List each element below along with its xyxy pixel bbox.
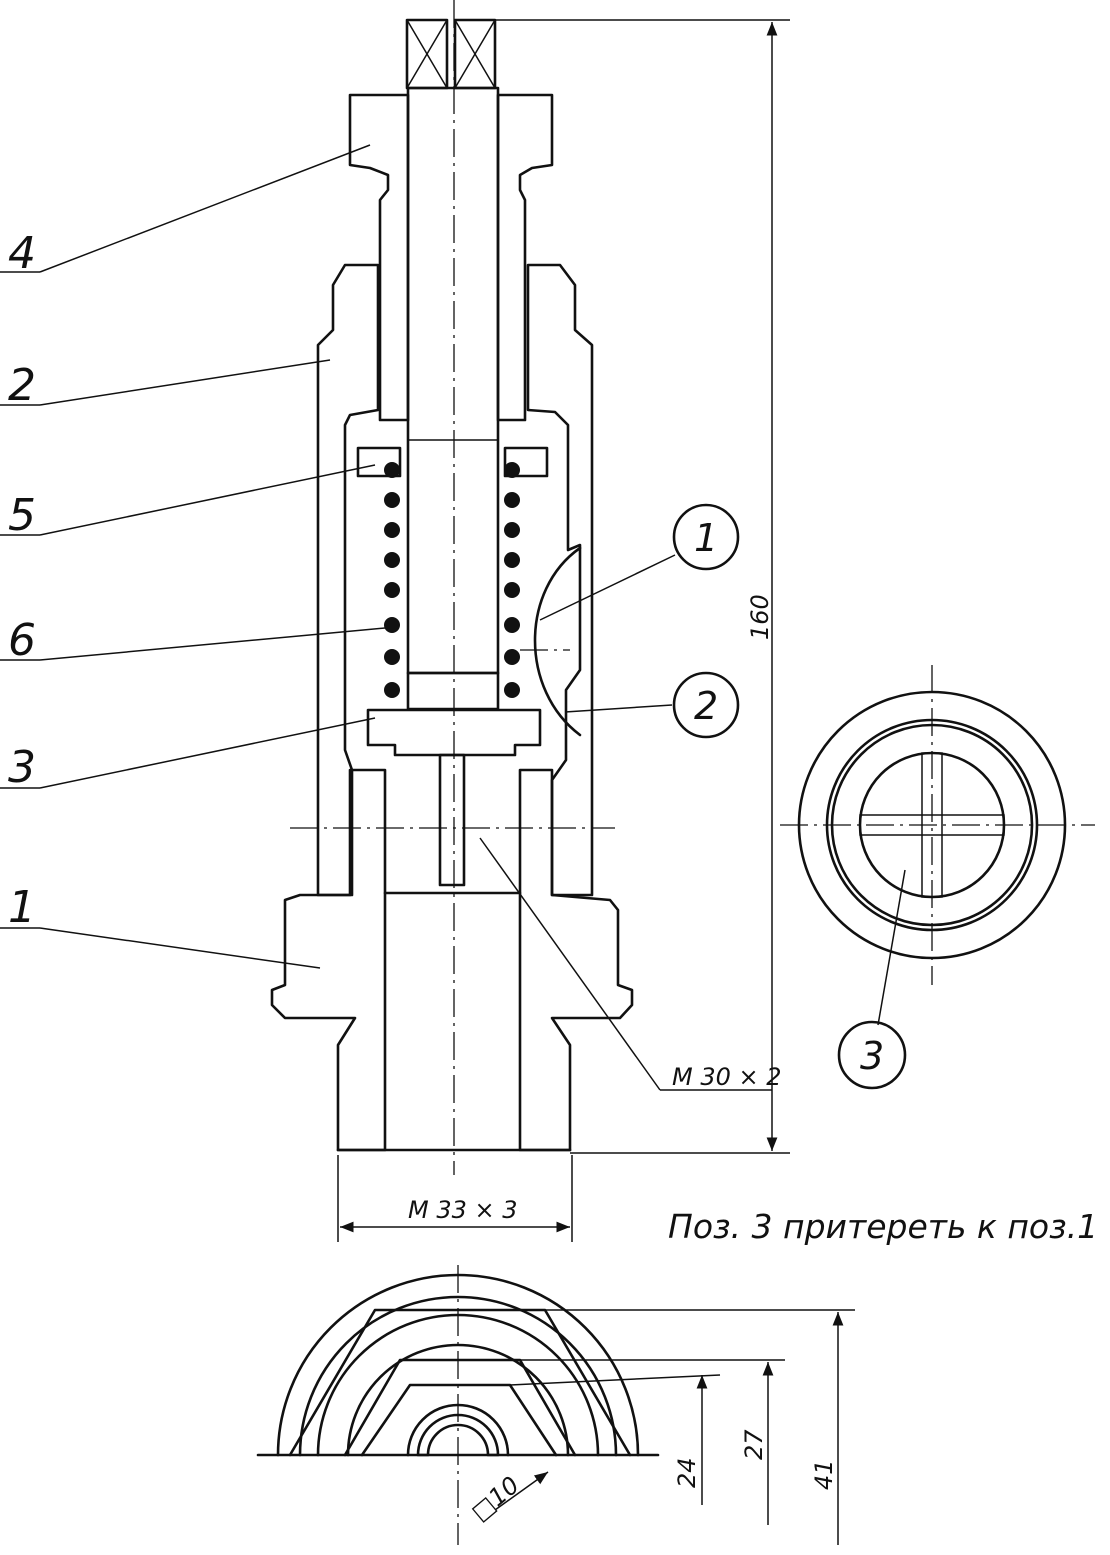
- balloon-3-section: 3: [837, 1020, 907, 1090]
- stem-collar: [406, 671, 500, 711]
- part-label-3: 3: [8, 742, 36, 793]
- seat-body-left: [270, 768, 387, 1152]
- bonnet-right: [526, 263, 594, 897]
- thread-m30-label: M 30 × 2: [672, 1063, 782, 1091]
- svg-text:1: 1: [694, 516, 718, 560]
- part-label-1: 1: [8, 882, 36, 933]
- dimension-160-label: 160: [746, 594, 774, 640]
- dimension-160: [495, 19, 790, 1154]
- svg-text:3: 3: [860, 1034, 884, 1078]
- part-label-6: 6: [8, 615, 36, 666]
- assembly-note: Поз. 3 притереть к поз.1: [668, 1207, 1098, 1246]
- spring-washer-left: [356, 446, 402, 478]
- cutaway-detail: [533, 546, 582, 737]
- dimension-m33: [337, 1155, 573, 1242]
- dimension-27-label: 27: [740, 1429, 768, 1460]
- seat-body-right: [518, 768, 634, 1152]
- part-label-4: 4: [8, 228, 36, 279]
- thread-m33-label: M 33 × 3: [408, 1196, 518, 1224]
- part-label-2: 2: [8, 360, 36, 411]
- svg-text:2: 2: [694, 684, 718, 728]
- stem: [406, 86, 500, 675]
- part-label-5: 5: [8, 490, 36, 541]
- thread-m30-leader: [479, 837, 772, 1091]
- cross-section-view: [780, 665, 1095, 1026]
- leader-lines: [0, 144, 676, 969]
- bonnet-left: [316, 263, 380, 897]
- dimension-41-label: 41: [810, 1459, 838, 1490]
- square-10-label: □10: [466, 1471, 525, 1527]
- balloon-1: 1: [672, 503, 740, 571]
- balloon-2: 2: [672, 671, 740, 739]
- end-view: [256, 1265, 855, 1545]
- gland-nut-right: [496, 93, 554, 422]
- spring-washer-right: [503, 446, 549, 478]
- main-section-view: [270, 0, 634, 1175]
- spring-coils: [384, 462, 520, 698]
- dimension-24-label: 24: [673, 1457, 701, 1488]
- valve-disc: [366, 708, 542, 757]
